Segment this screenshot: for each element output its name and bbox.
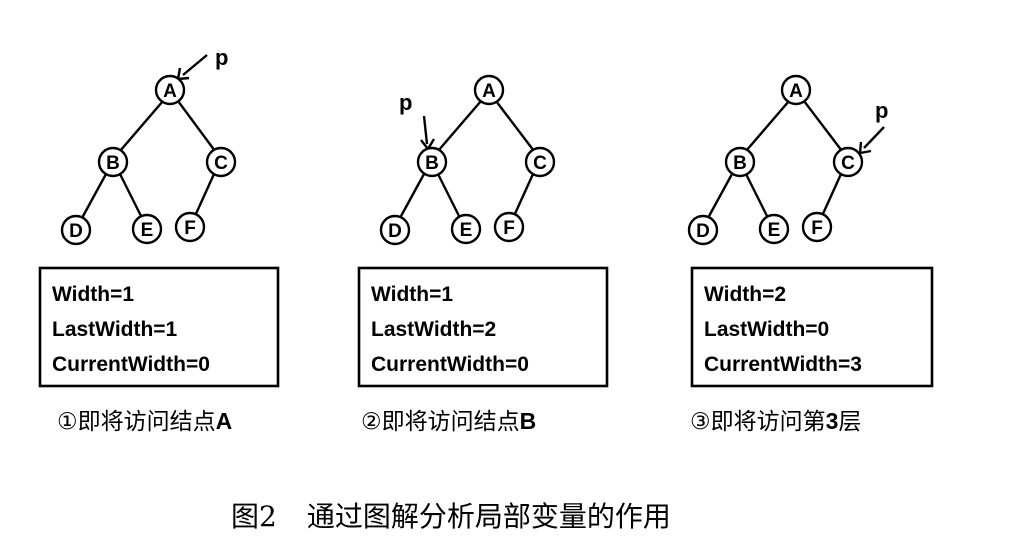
tree-nodes: A B C D E F	[379, 74, 556, 246]
edge-b-e	[436, 173, 462, 219]
node-b: B	[97, 146, 129, 178]
edge-c-f	[193, 173, 216, 217]
node-b-label: B	[106, 153, 120, 174]
edge-b-d	[706, 173, 734, 219]
pointer-label: p	[215, 45, 228, 70]
panel-1: A B C D E F	[38, 45, 280, 435]
node-a-label: A	[163, 81, 177, 102]
node-a: A	[154, 74, 186, 106]
node-d-label: D	[69, 221, 83, 242]
node-b-label: B	[425, 153, 439, 174]
var-lastwidth: LastWidth=1	[52, 318, 178, 341]
node-c-label: C	[841, 153, 855, 174]
var-lastwidth: LastWidth=0	[704, 318, 829, 341]
var-lastwidth: LastWidth=2	[371, 318, 496, 341]
tree-edges	[80, 100, 216, 219]
node-f-label: F	[811, 218, 823, 239]
edge-a-b	[437, 100, 482, 152]
variables-box: Width=2 LastWidth=0 CurrentWidth=3	[690, 266, 934, 388]
node-c-label: C	[214, 153, 228, 174]
var-width: Width=2	[704, 283, 786, 306]
panel-caption: ①即将访问结点A	[57, 408, 232, 435]
pointer-label: p	[875, 98, 888, 123]
tree-edges	[706, 100, 843, 219]
node-e-label: E	[141, 220, 154, 241]
pointer: p	[858, 98, 888, 155]
tree-nodes: A B C D E F	[687, 74, 864, 246]
pointer-arrow-shaft	[863, 126, 885, 149]
node-e: E	[758, 213, 790, 245]
edge-b-d	[398, 173, 426, 219]
edge-a-c	[177, 100, 216, 152]
edge-b-d	[80, 173, 108, 219]
edge-a-b	[119, 100, 164, 152]
node-b: B	[416, 146, 448, 178]
panel-3: A B C D E F	[687, 74, 934, 435]
caption-node: B	[520, 408, 537, 434]
node-d: D	[687, 214, 719, 246]
tree-nodes: A B C D E F	[60, 74, 237, 246]
pointer: p	[399, 90, 436, 150]
panel-caption: ②即将访问结点B	[361, 408, 536, 435]
figure-title-text: 通过图解分析局部变量的作用	[307, 500, 671, 533]
node-c: C	[832, 146, 864, 178]
edge-b-e	[744, 173, 770, 219]
node-a-label: A	[482, 81, 496, 102]
variables-box: Width=1 LastWidth=2 CurrentWidth=0	[357, 266, 609, 388]
node-d: D	[60, 214, 92, 246]
figure-number: 图2	[231, 500, 277, 533]
edge-a-c	[803, 100, 843, 152]
caption-node: A	[216, 408, 233, 434]
node-e: E	[131, 213, 163, 245]
caption-text: ③即将访问第	[690, 409, 826, 435]
caption-text: ②即将访问结点	[361, 409, 520, 435]
panel-caption: ③即将访问第3层	[690, 408, 861, 435]
var-width: Width=1	[52, 283, 134, 306]
node-e-label: E	[460, 220, 473, 241]
edge-c-f	[512, 173, 535, 217]
node-d-label: D	[696, 221, 710, 242]
node-b: B	[724, 146, 756, 178]
node-f: F	[174, 211, 206, 243]
pointer-arrow-shaft	[182, 54, 208, 76]
tree-edges	[398, 100, 535, 219]
node-e: E	[450, 213, 482, 245]
edge-c-f	[820, 173, 843, 217]
node-a: A	[780, 74, 812, 106]
edge-a-c	[495, 100, 535, 152]
node-a: A	[473, 74, 505, 106]
edge-a-b	[745, 100, 790, 152]
pointer-arrow-head	[176, 67, 190, 81]
node-a-label: A	[789, 81, 803, 102]
node-f: F	[801, 211, 833, 243]
node-f-label: F	[503, 218, 515, 239]
caption-text-after: 层	[838, 409, 861, 435]
node-b-label: B	[733, 153, 747, 174]
node-d: D	[379, 214, 411, 246]
pointer: p	[176, 45, 228, 81]
pointer-arrow-shaft	[422, 115, 429, 145]
panel-2: A B C D E F	[357, 74, 609, 435]
figure-title: 图2 通过图解分析局部变量的作用	[231, 500, 671, 533]
pointer-arrow-head	[858, 141, 872, 155]
node-c-label: C	[533, 153, 547, 174]
pointer-label: p	[399, 90, 412, 115]
var-currentwidth: CurrentWidth=3	[704, 353, 862, 376]
var-width: Width=1	[371, 283, 453, 306]
node-c: C	[524, 146, 556, 178]
edge-b-e	[118, 173, 144, 219]
node-f-label: F	[184, 218, 196, 239]
caption-layer-number: 3	[826, 408, 839, 434]
node-c: C	[205, 146, 237, 178]
var-currentwidth: CurrentWidth=0	[371, 353, 529, 376]
caption-text: ①即将访问结点	[57, 409, 216, 435]
var-currentwidth: CurrentWidth=0	[52, 353, 210, 376]
variables-box: Width=1 LastWidth=1 CurrentWidth=0	[38, 266, 280, 388]
pointer-arrow-head	[420, 138, 436, 150]
node-f: F	[493, 211, 525, 243]
node-e-label: E	[768, 220, 781, 241]
node-d-label: D	[388, 221, 402, 242]
